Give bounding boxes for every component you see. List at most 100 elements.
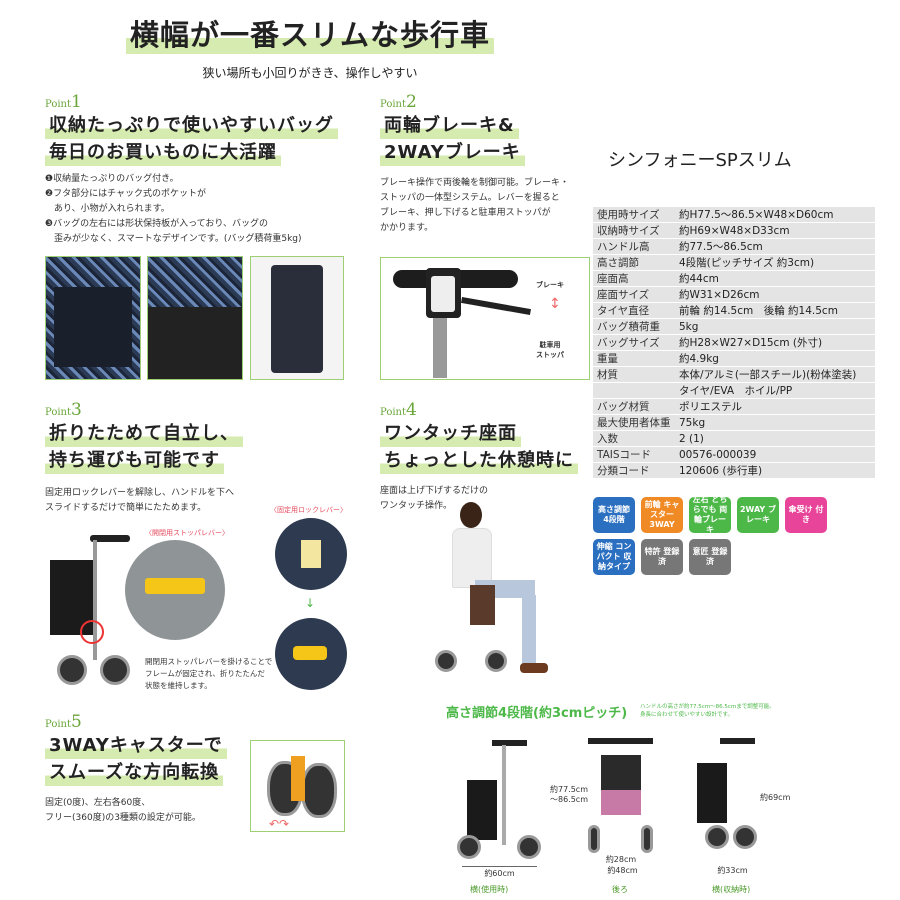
spec-row: タイヤ直径前輪 約14.5cm 後輪 約14.5cm xyxy=(593,302,875,320)
spec-value: タイヤ/EVA ホイル/PP xyxy=(675,382,875,400)
fold-note: 開閉用ストッパレバーを掛けることでフレームが固定され、折りたたんだ状態を維持しま… xyxy=(145,657,273,690)
caption-side-in-use: 横(使用時) xyxy=(470,885,509,894)
spec-value: ポリエステル xyxy=(675,398,875,416)
point-label: Point3 xyxy=(45,400,82,420)
spec-label: TAISコード xyxy=(593,446,675,464)
bag-photo-2 xyxy=(147,256,243,380)
spec-row: 座面サイズ約W31×D26cm xyxy=(593,286,875,304)
dimension-note: ハンドルの高さが約77.5cm～86.5cmまで調整可能。身長に合わせて使いやす… xyxy=(640,704,775,718)
stopper-label: 駐車用ストッパ xyxy=(536,341,564,359)
spec-row: 重量約4.9kg xyxy=(593,350,875,368)
point-heading: 両輪ブレーキ&2WAYブレーキ xyxy=(380,112,569,166)
point-3: Point3 折りたためて自立し、持ち運びも可能です 固定用ロックレバーを解除し… xyxy=(45,400,243,516)
folded-walker-photo xyxy=(45,530,135,690)
spec-label: バッグ積荷重 xyxy=(593,318,675,336)
spec-value: 5kg xyxy=(675,318,875,336)
stopper-lever-closeup xyxy=(125,540,225,640)
folded-width-label: 約33cm xyxy=(717,866,748,875)
spec-value: 約4.9kg xyxy=(675,350,875,368)
spec-label: タイヤ直径 xyxy=(593,302,675,320)
point-1: Point1 収納たっぷりで使いやすいバッグ毎日のお買いものに大活躍 ❶収納量た… xyxy=(45,92,338,247)
spec-row: バッグサイズ約H28×W27×D15cm (外寸) xyxy=(593,334,875,352)
spec-label: バッグサイズ xyxy=(593,334,675,352)
spec-value: 約W31×D26cm xyxy=(675,286,875,304)
brake-photo: ブレーキ ↕ 駐車用ストッパ xyxy=(380,257,590,380)
feature-badge: 高さ調節 4段階 xyxy=(593,497,635,533)
spec-row: バッグ材質ポリエステル xyxy=(593,398,875,416)
point-4: Point4 ワンタッチ座面ちょっとした休憩時に 座面は上げ下げするだけのワンタ… xyxy=(380,400,578,514)
inner-width-label: 約28cm xyxy=(605,855,637,864)
spec-value: 本体/アルミ(一部スチール)(粉体塗装) xyxy=(675,366,875,384)
rotate-arrow-icon: ↶↷ xyxy=(269,817,290,831)
outer-width-label: 約48cm xyxy=(607,866,638,875)
spec-row: ハンドル高約77.5～86.5cm xyxy=(593,238,875,256)
point-heading: 折りたためて自立し、持ち運びも可能です xyxy=(45,420,243,474)
side-width-label: 約60cm xyxy=(462,866,537,879)
spec-label: 座面サイズ xyxy=(593,286,675,304)
page-subtitle: 狭い場所も小回りがきき、操作しやすい xyxy=(202,66,418,80)
product-name: シンフォニーSPスリム xyxy=(608,150,792,171)
spec-value: 00576-000039 xyxy=(675,446,875,464)
feature-badge: 傘受け 付き xyxy=(785,497,827,533)
seated-user-photo xyxy=(430,500,565,690)
bag-photo-1 xyxy=(45,256,141,380)
point-label: Point5 xyxy=(45,712,82,732)
spec-label: 入数 xyxy=(593,430,675,448)
brake-label: ブレーキ xyxy=(536,281,564,289)
point-desc: 固定(0度)、左右各60度、フリー(360度)の3種類の設定が可能。 xyxy=(45,798,201,823)
spec-value: 約77.5～86.5cm xyxy=(675,238,875,256)
point-heading: 収納たっぷりで使いやすいバッグ毎日のお買いものに大活躍 xyxy=(45,112,338,166)
lock-lever-closeup-before xyxy=(275,518,347,590)
lock-lever-label: 〈固定用ロックレバー〉 xyxy=(270,506,347,514)
spec-label: バッグ材質 xyxy=(593,398,675,416)
point-desc: 座面は上げ下げするだけのワンタッチ操作。 xyxy=(380,486,489,511)
point-label: Point1 xyxy=(45,92,82,112)
spec-value: 約44cm xyxy=(675,270,875,288)
rear-view-photo xyxy=(583,735,658,860)
point-desc: 固定用ロックレバーを解除し、ハンドルを下へスライドするだけで簡単にたためます。 xyxy=(45,488,235,513)
lock-lever-closeup-after xyxy=(275,618,347,690)
spec-label: ハンドル高 xyxy=(593,238,675,256)
point-desc: ブレーキ操作で両後輪を制御可能。ブレーキ・ストッパの一体型システム。レバーを握る… xyxy=(380,178,570,233)
feature-badge: 2WAY ブレーキ xyxy=(737,497,779,533)
point-label: Point4 xyxy=(380,400,417,420)
bag-photo-3 xyxy=(250,256,344,380)
feature-badge: 特許 登録済 xyxy=(641,539,683,575)
down-arrow-icon: ↓ xyxy=(305,596,316,610)
spec-value: 約H28×W27×D15cm (外寸) xyxy=(675,334,875,352)
caster-photo: ↶↷ xyxy=(250,740,345,832)
point-5: Point5 3WAYキャスターでスムーズな方向転換 固定(0度)、左右各60度… xyxy=(45,712,227,826)
spec-value: 約H69×W48×D33cm xyxy=(675,222,875,240)
spec-label: 分類コード xyxy=(593,462,675,480)
point-heading: ワンタッチ座面ちょっとした休憩時に xyxy=(380,420,578,474)
spec-row: 使用時サイズ約H77.5～86.5×W48×D60cm xyxy=(593,207,875,224)
folded-side-view-photo xyxy=(695,735,765,860)
spec-value: 前輪 約14.5cm 後輪 約14.5cm xyxy=(675,302,875,320)
spec-row: 座面高約44cm xyxy=(593,270,875,288)
spec-row: 材質本体/アルミ(一部スチール)(粉体塗装) xyxy=(593,366,875,384)
point-2: Point2 両輪ブレーキ&2WAYブレーキ ブレーキ操作で両後輪を制御可能。ブ… xyxy=(380,92,569,236)
caption-side-folded: 横(収納時) xyxy=(712,885,751,894)
spec-label: 座面高 xyxy=(593,270,675,288)
feature-badge: 前輪 キャスター 3WAY xyxy=(641,497,683,533)
feature-badge: 意匠 登録済 xyxy=(689,539,731,575)
point-heading: 3WAYキャスターでスムーズな方向転換 xyxy=(45,732,227,786)
side-view-photo xyxy=(452,735,547,865)
folded-height-label: 約69cm xyxy=(760,793,791,802)
spec-value: 2 (1) xyxy=(675,430,875,448)
spec-label: 重量 xyxy=(593,350,675,368)
point-label: Point2 xyxy=(380,92,417,112)
dimension-title: 高さ調節4段階(約3cmピッチ) xyxy=(446,706,628,721)
stopper-lever-label: 〈開閉用ストッパレバー〉 xyxy=(145,529,229,537)
spec-label: 収納時サイズ xyxy=(593,222,675,240)
spec-value: 4段階(ピッチサイズ 約3cm) xyxy=(675,254,875,272)
page-title: 横幅が一番スリムな歩行車 xyxy=(110,12,510,54)
spec-label: 使用時サイズ xyxy=(593,207,675,224)
